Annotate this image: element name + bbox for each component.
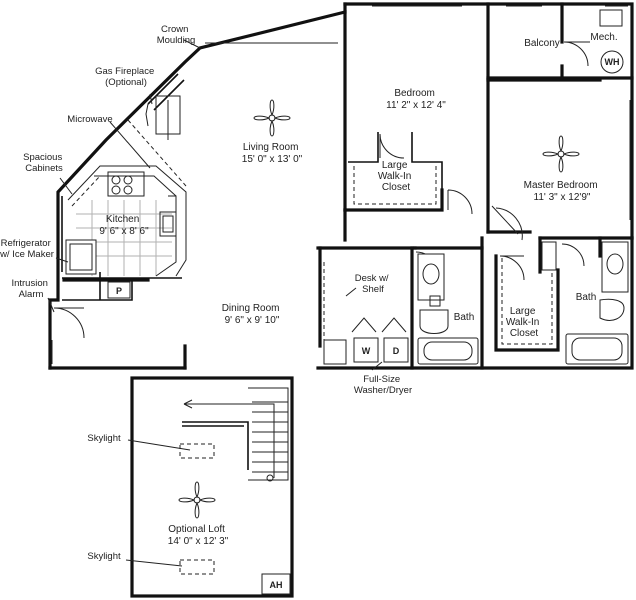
water-heater-tag: WH	[605, 57, 620, 67]
bath-2-fixtures	[541, 241, 629, 365]
fireplace-wall	[147, 73, 185, 111]
washer-dryer-label: Full-Size Washer/Dryer	[354, 374, 412, 396]
balcony-label: Balcony	[524, 38, 560, 49]
skylight-top-outline	[179, 443, 215, 459]
ceiling-fan-icon	[253, 99, 291, 137]
closet-rods	[323, 166, 553, 345]
closet-2-label: Large Walk-In Closet	[506, 306, 542, 339]
master-bedroom-label: Master Bedroom 11' 3" x 12'9"	[524, 180, 601, 203]
staircase	[183, 387, 289, 482]
microwave-label: Microwave	[67, 114, 112, 125]
mech-vent	[599, 9, 623, 27]
kitchen-sink	[159, 211, 177, 237]
callout-labels: Crown Moulding Gas Fireplace (Optional) …	[0, 24, 412, 562]
room-labels: Kitchen 9' 6" x 8' 6" Living Room 15' 0"…	[99, 32, 617, 547]
exterior-walls	[48, 2, 634, 370]
skylight-bottom-outline	[179, 559, 215, 575]
desk-label: Desk w/ Shelf	[355, 273, 391, 295]
bath-1-fixtures	[417, 253, 479, 365]
loft-walls: AH	[130, 376, 294, 598]
skylight-top-label: Skylight	[87, 433, 121, 444]
gas-fireplace-label: Gas Fireplace (Optional)	[95, 66, 157, 88]
refrigerator-label: Refrigerator w/ Ice Maker	[0, 238, 54, 260]
spacious-cabinets-label: Spacious Cabinets	[23, 152, 65, 174]
pantry-tag: P	[116, 286, 122, 296]
mech-label: Mech.	[590, 32, 617, 43]
dryer	[383, 337, 409, 363]
intrusion-alarm-label: Intrusion Alarm	[11, 278, 50, 300]
bath-1-label: Bath	[454, 312, 475, 323]
living-room-label: Living Room 15' 0" x 13' 0"	[242, 142, 303, 165]
pantry	[107, 281, 131, 299]
vanity-1	[417, 253, 445, 301]
leader-lines	[47, 39, 383, 567]
vanity-2	[601, 241, 629, 293]
dryer-tag: D	[393, 346, 400, 356]
ah-tag: AH	[270, 580, 283, 590]
ceiling-fan-icon	[178, 481, 216, 519]
tub-1	[417, 337, 479, 365]
washer	[353, 337, 379, 363]
washer-tag: W	[362, 346, 371, 356]
bath-2-label: Bath	[576, 292, 597, 303]
refrigerator	[65, 239, 97, 275]
water-heater	[600, 50, 624, 74]
dining-room-label: Dining Room 9' 6" x 9' 10"	[222, 303, 283, 326]
crown-moulding-label: Crown Moulding	[157, 24, 196, 46]
tub-2	[565, 333, 629, 365]
loft-label: Optional Loft 14' 0" x 12' 3"	[168, 524, 229, 547]
skylight-bottom-label: Skylight	[87, 551, 121, 562]
ah-unit	[261, 573, 291, 595]
ceiling-fan-icon	[542, 135, 580, 173]
kitchen-label: Kitchen 9' 6" x 8' 6"	[99, 214, 149, 237]
range	[107, 171, 145, 197]
closet-1-label: Large Walk-In Closet	[378, 160, 414, 193]
interior-walls	[61, 2, 634, 370]
kitchen-fixtures: P	[65, 119, 187, 299]
windows	[205, 5, 631, 220]
laundry: W D	[323, 337, 409, 365]
bedroom-label: Bedroom 11' 2" x 12' 4"	[386, 88, 446, 111]
